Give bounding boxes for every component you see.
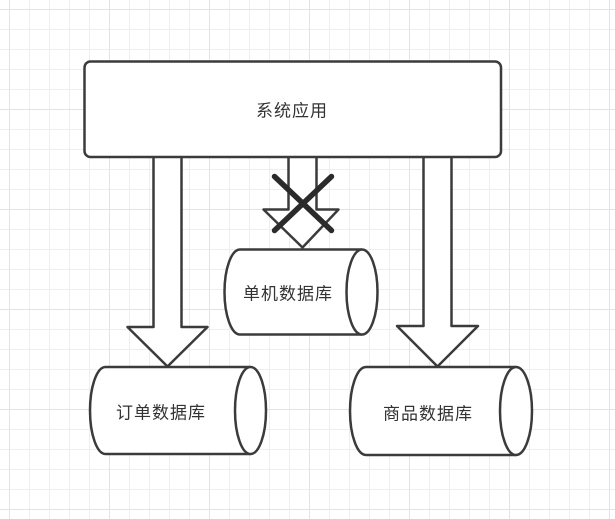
cross-out-x-mark[interactable]	[271, 173, 335, 234]
cylinder-standalone-db[interactable]	[223, 248, 379, 336]
connector-arrow-to-order-db[interactable]	[126, 156, 209, 368]
app-box-shape[interactable]	[83, 60, 503, 159]
connector-arrow-to-product-db[interactable]	[395, 156, 480, 368]
cylinder-order-db[interactable]	[88, 365, 268, 456]
cylinder-product-db[interactable]	[348, 365, 534, 457]
